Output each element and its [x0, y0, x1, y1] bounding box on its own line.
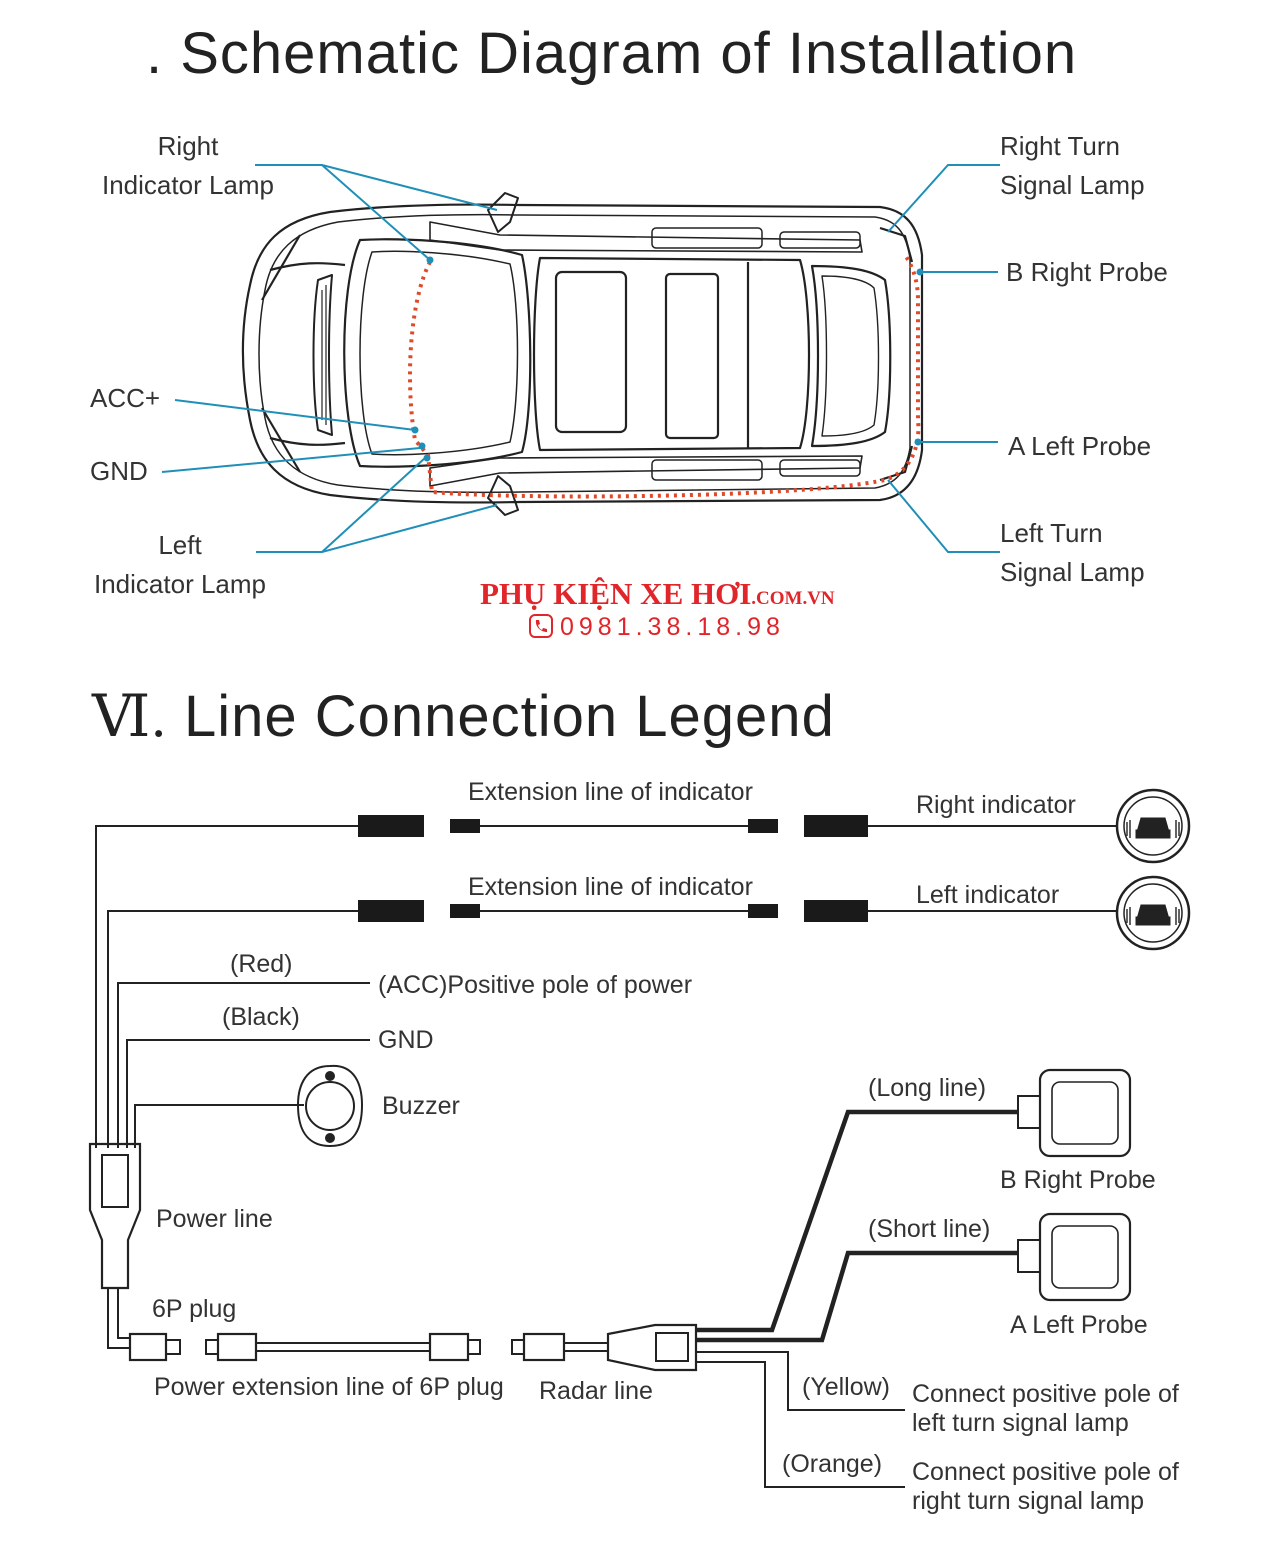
label-left-indicator: Left indicator — [916, 881, 1060, 909]
label-radar-line: Radar line — [539, 1377, 653, 1405]
watermark-phone: 0981.38.18.98 — [528, 613, 785, 642]
label-yellow-desc: Connect positive pole of left turn signa… — [912, 1380, 1179, 1438]
label-left-indicator-lamp: Left Indicator Lamp — [80, 526, 280, 604]
label-line: Connect positive pole of — [912, 1458, 1179, 1486]
callout-lines — [161, 164, 1000, 553]
left-indicator-icon — [1115, 875, 1191, 951]
label-ext-line-1: Extension line of indicator — [468, 778, 753, 806]
callout-dots — [411, 256, 924, 462]
label-a-left-probe: A Left Probe — [1008, 431, 1152, 461]
label-left-turn-signal-lamp: Left Turn Signal Lamp — [1000, 514, 1145, 592]
label-ext-line-2: Extension line of indicator — [468, 873, 753, 901]
connector-blocks — [358, 815, 868, 922]
label-right-indicator: Right indicator — [916, 791, 1076, 819]
label-line: Indicator Lamp — [102, 170, 274, 200]
label-line: Left Turn — [1000, 518, 1103, 548]
label-line: right turn signal lamp — [912, 1487, 1145, 1515]
label-yellow: (Yellow) — [802, 1373, 891, 1401]
label-orange-desc: Connect positive pole of right turn sign… — [912, 1458, 1179, 1516]
label-acc-positive: (ACC)Positive pole of power — [378, 971, 693, 999]
label-line: left turn signal lamp — [912, 1409, 1129, 1437]
label-short-line: (Short line) — [868, 1215, 991, 1243]
label-red: (Red) — [230, 950, 293, 978]
label-power-ext-6p: Power extension line of 6P plug — [154, 1373, 504, 1401]
label-line: Signal Lamp — [1000, 170, 1145, 200]
label-acc: ACC+ — [90, 383, 161, 413]
watermark-brand: PHỤ KIỆN XE HƠI.COM.VN — [480, 576, 835, 612]
label-line: Right Turn — [1000, 131, 1120, 161]
right-indicator-icon — [1115, 788, 1191, 864]
label-right-indicator-lamp: Right Indicator Lamp — [88, 127, 288, 205]
buzzer-icon — [296, 1064, 364, 1148]
label-line: Signal Lamp — [1000, 557, 1145, 587]
watermark-phone-text: 0981.38.18.98 — [560, 613, 785, 641]
label-b-right-probe-legend: B Right Probe — [1000, 1166, 1156, 1194]
section-title-legend: Ⅵ. Line Connection Legend — [92, 682, 835, 750]
label-line: Left — [158, 530, 202, 560]
label-gnd: GND — [90, 456, 148, 486]
label-black: (Black) — [222, 1003, 300, 1031]
label-6p-plug: 6P plug — [152, 1295, 237, 1323]
label-line: Indicator Lamp — [94, 569, 266, 599]
label-a-left-probe-legend: A Left Probe — [1010, 1311, 1148, 1339]
label-b-right-probe: B Right Probe — [1006, 257, 1168, 287]
section-numeral: Ⅵ. — [92, 684, 167, 749]
label-right-turn-signal-lamp: Right Turn Signal Lamp — [1000, 127, 1145, 205]
label-line: Right — [157, 131, 219, 161]
watermark-brand-text: PHỤ KIỆN XE HƠI — [480, 576, 752, 611]
label-line: Connect positive pole of — [912, 1380, 1179, 1408]
label-orange: (Orange) — [782, 1450, 883, 1478]
label-power-line: Power line — [156, 1205, 273, 1233]
section-title-installation: . Schematic Diagram of Installation — [146, 21, 1078, 86]
car-top-view — [241, 192, 924, 516]
watermark-domain: .COM.VN — [751, 588, 835, 609]
label-buzzer: Buzzer — [382, 1092, 460, 1120]
label-gnd-line: GND — [378, 1026, 434, 1054]
legend-wiring — [88, 825, 1132, 1488]
wiring-route — [408, 253, 921, 499]
phone-icon — [529, 614, 553, 638]
section-title-text: Line Connection Legend — [183, 684, 835, 749]
label-long-line: (Long line) — [868, 1074, 987, 1102]
